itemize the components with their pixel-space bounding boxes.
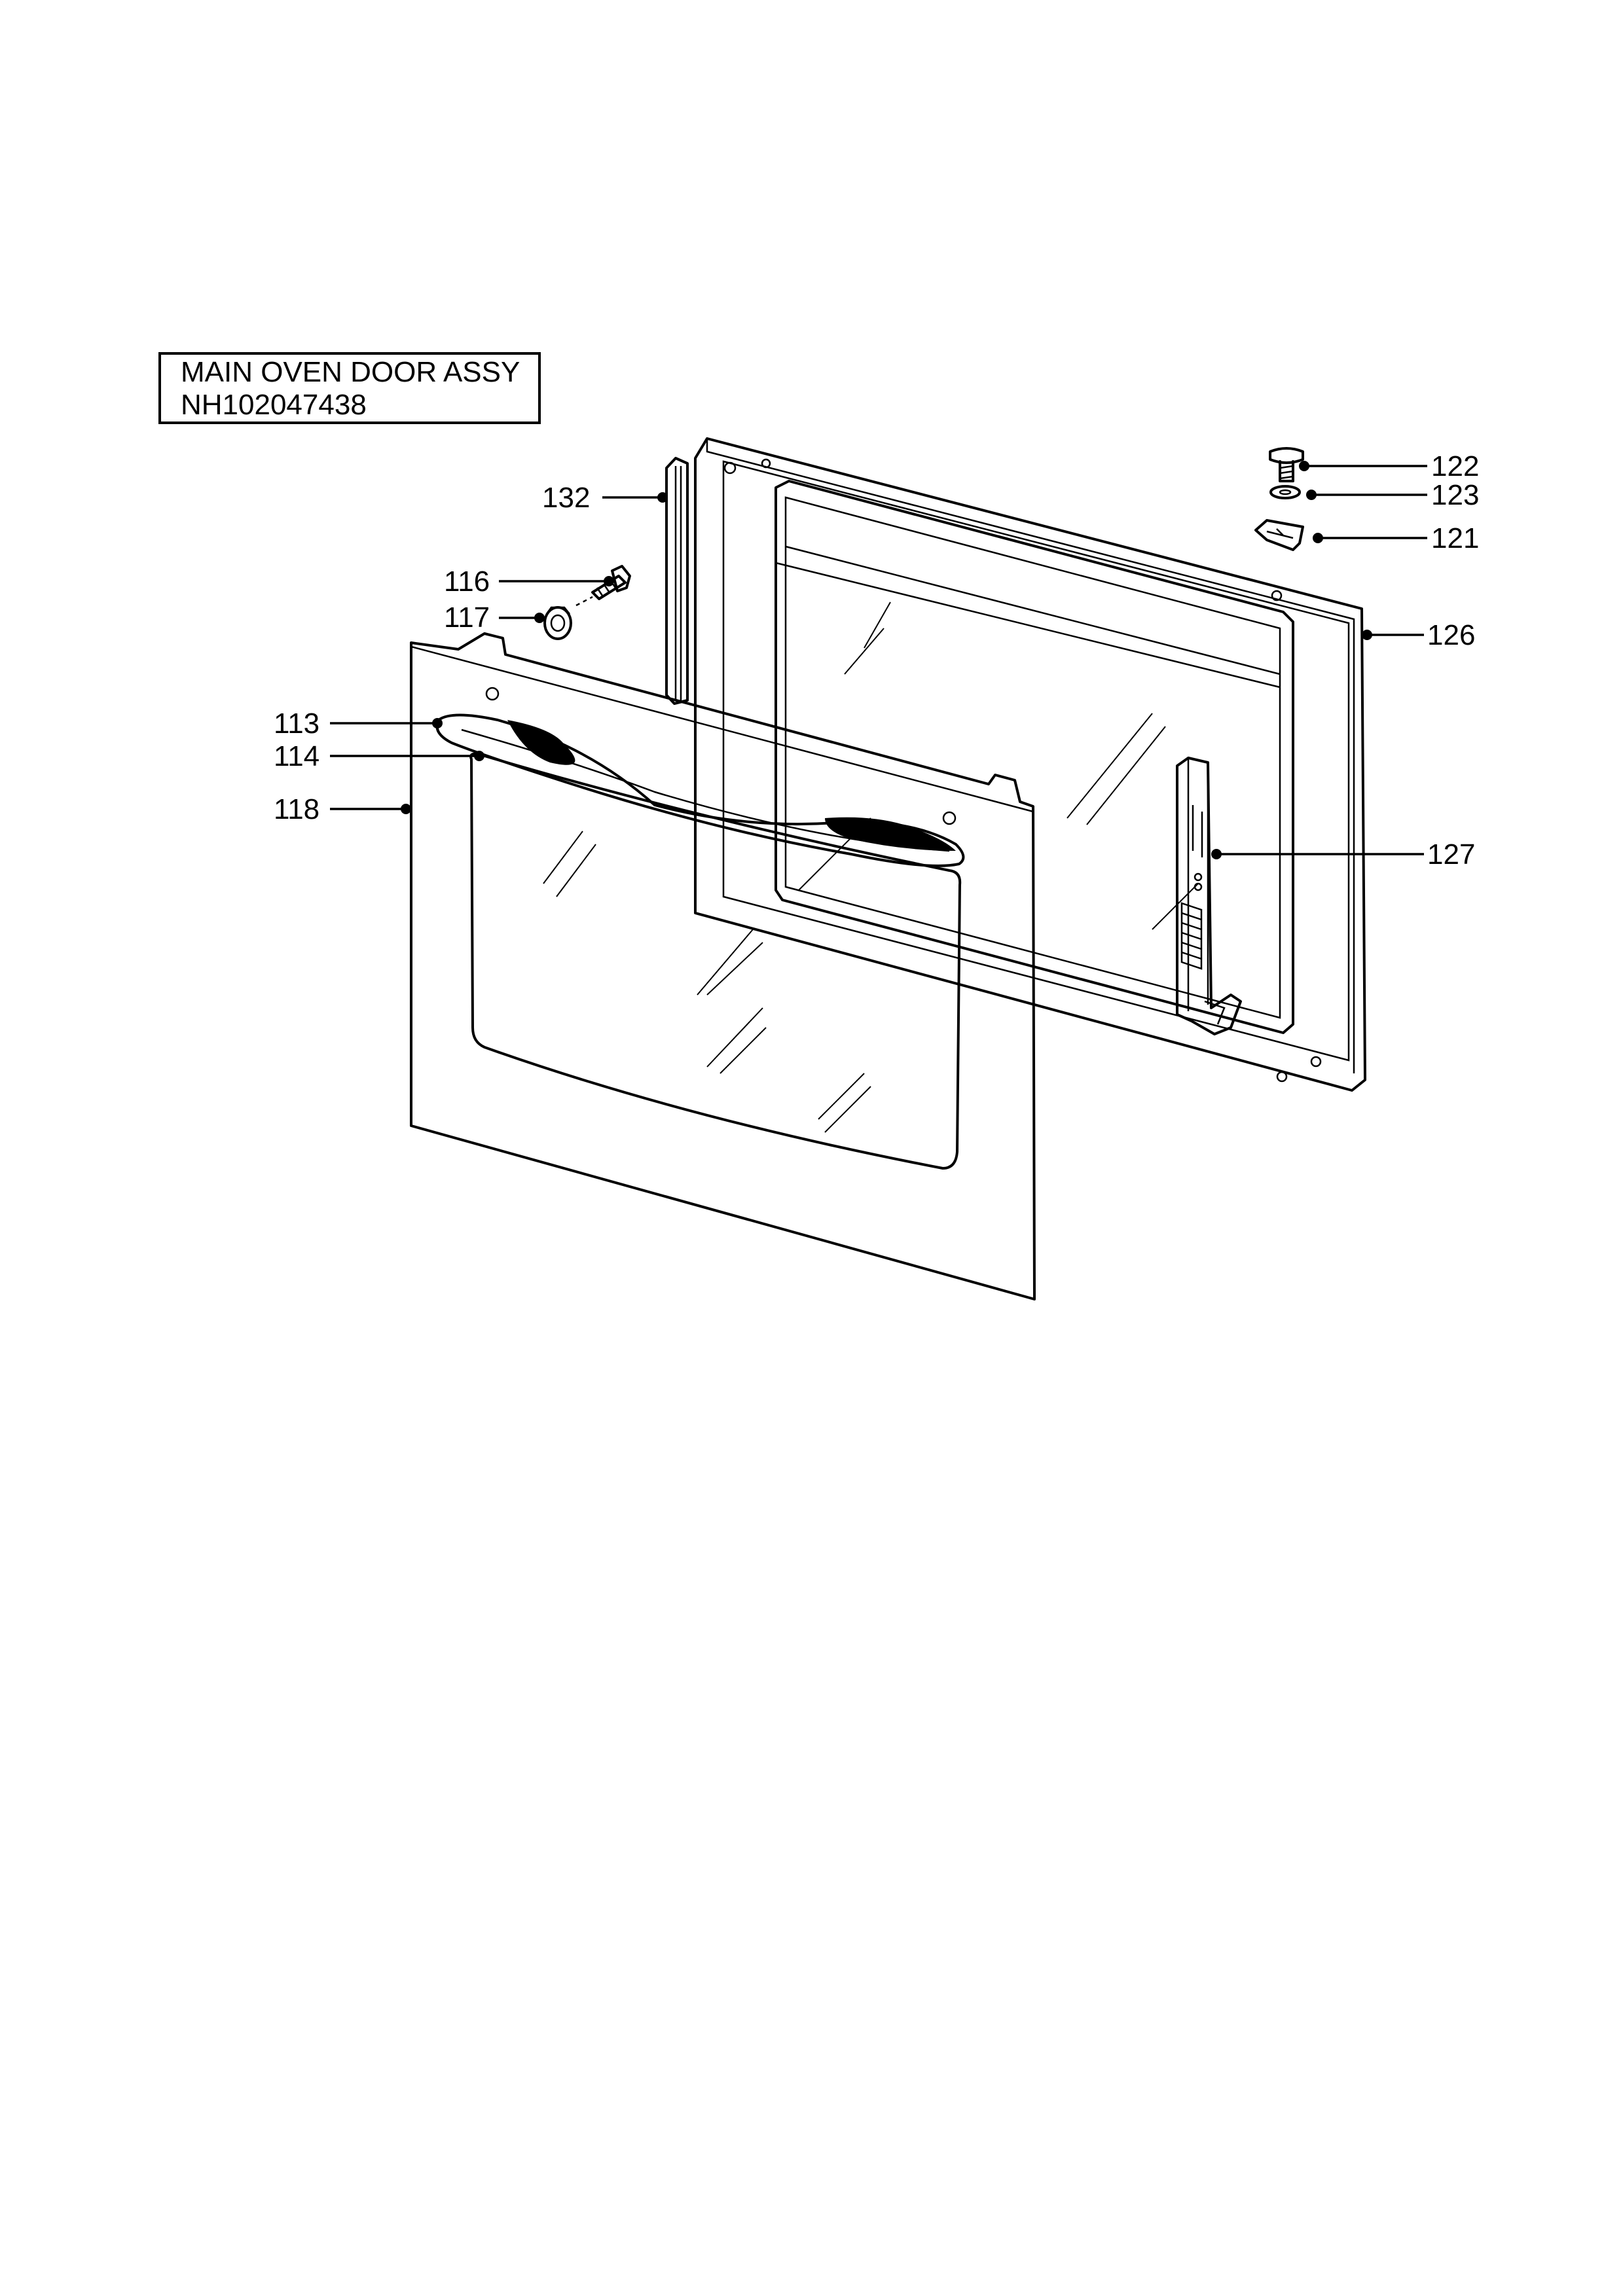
callout-dot-117: [534, 613, 545, 623]
bolt-116: [575, 565, 631, 607]
callout-122: 122: [1431, 450, 1479, 482]
callout-dot-118: [401, 804, 411, 814]
callout-dot-127: [1211, 849, 1222, 859]
callout-labels: 132 116 117 113 114 118 122 123 121 126 …: [274, 450, 1479, 870]
callout-dot-132: [657, 492, 668, 503]
leader-lines: [330, 461, 1427, 859]
callout-132: 132: [542, 482, 590, 514]
callout-dot-116: [604, 576, 614, 586]
assembly-title-box: MAIN OVEN DOOR ASSY NH102047438: [158, 352, 541, 424]
callout-127: 127: [1427, 838, 1475, 870]
assembly-part-number: NH102047438: [181, 389, 367, 421]
callout-dot-114: [474, 751, 484, 761]
door-seal-strip-132: [665, 457, 689, 705]
callout-117: 117: [444, 601, 490, 634]
assembly-title: MAIN OVEN DOOR ASSY: [181, 356, 520, 388]
nut-117: [543, 606, 572, 640]
callout-123: 123: [1431, 479, 1479, 511]
callout-dot-126: [1362, 630, 1372, 640]
callout-116: 116: [444, 565, 490, 598]
callout-118: 118: [274, 793, 319, 825]
door-hinge-127: [1176, 757, 1242, 1035]
callout-126: 126: [1427, 619, 1475, 651]
callout-114: 114: [274, 740, 319, 772]
washer-123: [1269, 485, 1301, 499]
callout-113: 113: [274, 708, 319, 740]
door-handle-113: [435, 713, 965, 867]
callout-121: 121: [1431, 522, 1479, 554]
screw-122: [1269, 447, 1304, 482]
callout-dot-123: [1306, 490, 1317, 500]
callout-dot-121: [1313, 533, 1323, 543]
callout-dot-122: [1299, 461, 1309, 471]
clip-121: [1254, 519, 1304, 551]
callout-dot-113: [432, 718, 443, 728]
inner-door-frame-126: [694, 437, 1366, 1092]
outer-door-panel-118: [410, 632, 1036, 1300]
